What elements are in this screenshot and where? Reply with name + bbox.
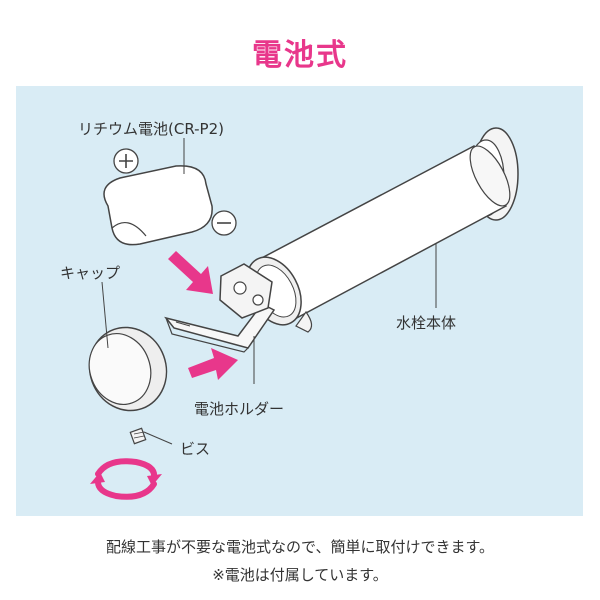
cap <box>88 326 168 412</box>
battery-label: リチウム電池(CR-P2) <box>78 120 224 138</box>
cap-label: キャップ <box>60 264 121 282</box>
insert-arrow-battery <box>168 251 213 294</box>
diagram-panel: リチウム電池(CR-P2) キャップ 水栓本体 電池ホルダー ビス <box>16 86 583 516</box>
lithium-battery <box>103 148 237 246</box>
body-label: 水栓本体 <box>396 314 457 332</box>
caption-line-2: ※電池は付属しています。 <box>212 566 388 584</box>
faucet-body <box>246 127 519 333</box>
screw-label: ビス <box>180 440 211 458</box>
assembly-diagram <box>88 127 519 500</box>
insert-arrow-holder <box>188 348 238 380</box>
page-title: 電池式 <box>252 38 348 73</box>
caption-line-1: 配線工事が不要な電池式なので、簡単に取付けできます。 <box>106 538 494 556</box>
battery-holder <box>164 263 276 353</box>
holder-label: 電池ホルダー <box>194 400 285 418</box>
leader-lines <box>101 138 437 445</box>
rotate-arrow-icon <box>90 458 162 500</box>
screw <box>129 427 147 445</box>
